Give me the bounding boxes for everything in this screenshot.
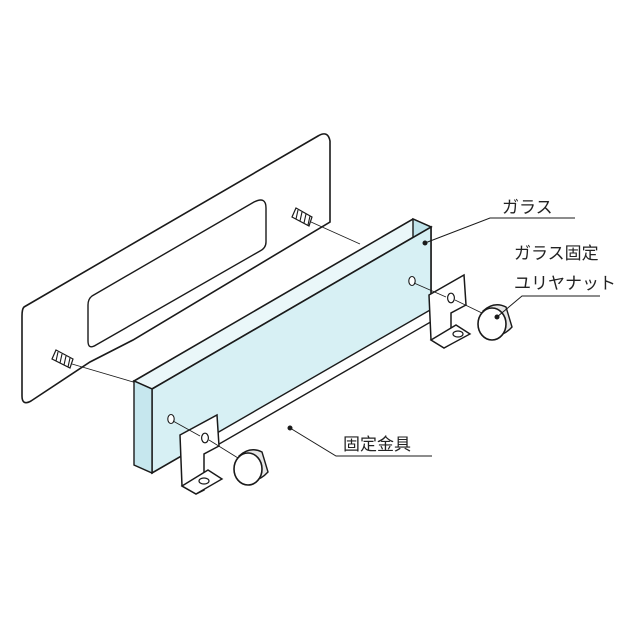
leader-glass [424,217,575,244]
label-nut-line1: ガラス固定 [514,244,599,264]
cap-nut-left [233,449,269,486]
stud-right [291,207,361,245]
bracket-left-foot-hole [198,477,210,485]
stud-left [51,349,141,385]
wall-panel-window [87,199,267,348]
label-bracket: 固定金具 [343,435,411,455]
bracket-right-hole [447,292,456,304]
label-nut-line2: ユリヤナット [514,274,616,294]
glass-plate [132,217,433,475]
label-glass: ガラス [502,198,553,218]
bracket-left-hole [201,432,210,444]
wall-panel [21,133,331,404]
glass-hole-left [167,413,175,425]
bracket-right-foot-hole [452,330,464,338]
cap-nut-right [477,304,513,341]
leader-bracket [289,427,432,457]
leader-nut [496,295,600,318]
leader-lines [287,217,600,457]
glass-hole-right [408,275,416,287]
glass-left-edge [133,379,153,475]
